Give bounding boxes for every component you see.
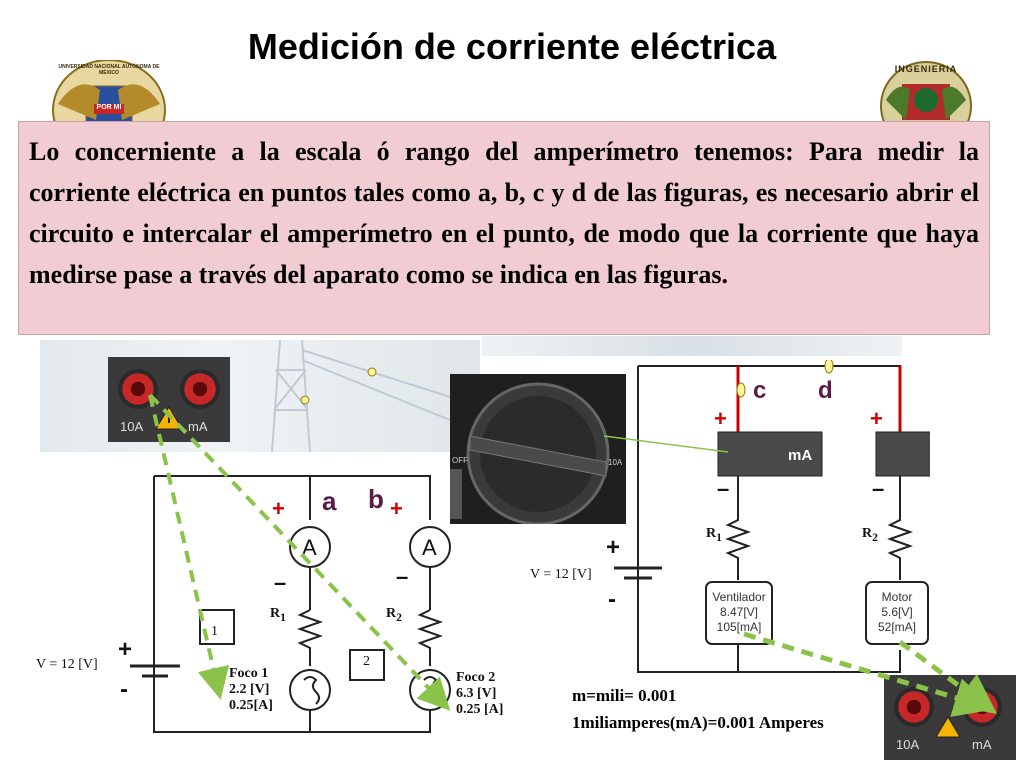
dial-off-label: OFF — [452, 456, 468, 465]
jack-ma-label: mA — [188, 419, 208, 434]
box-2-label: 2 — [363, 654, 370, 669]
dial-10a-label: 10A — [608, 458, 623, 467]
ingenieria-seal-text: INGENIERIA — [894, 64, 958, 74]
point-d-label: d — [818, 377, 833, 404]
background-photo-right — [482, 336, 902, 356]
foco1-label: Foco 1 2.2 [V] 0.25[A] — [229, 666, 273, 713]
ammeter-b-plus: + — [390, 496, 403, 521]
mili-definition: m=mili= 0.001 — [572, 686, 677, 705]
unam-seal-text: UNIVERSIDAD NACIONAL AUTÓNOMA DE MÉXICO — [58, 64, 160, 76]
left-r2-label: R2 — [386, 606, 402, 624]
warning-icon-bottom — [935, 716, 961, 738]
ammeter-a-plus: + — [272, 496, 285, 521]
decorative-dots — [300, 367, 377, 405]
meter-d-minus: – — [872, 476, 885, 501]
miliampere-definition: 1miliamperes(mA)=0.001 Amperes — [572, 713, 824, 732]
right-voltage-label: V = 12 [V] — [530, 567, 592, 582]
right-battery-plus: + — [606, 534, 621, 561]
arrow-motor — [898, 639, 998, 714]
foco2-label: Foco 2 6.3 [V] 0.25 [A] — [456, 670, 504, 717]
jack-10a-label: 10A — [120, 419, 144, 434]
arrow-to-foco2 — [148, 393, 451, 711]
description-box: Lo concerniente a la escala ó rango del … — [18, 121, 990, 335]
right-r2-label: R2 — [862, 526, 878, 544]
point-c-label: c — [753, 377, 767, 404]
box-1-label: 1 — [211, 624, 218, 639]
right-battery-minus: - — [608, 586, 616, 613]
ammeter-a-minus: – — [274, 570, 287, 595]
ventilador-label: Ventilador 8.47[V] 105[mA] — [712, 590, 766, 634]
warning-icon — [155, 406, 183, 430]
arrow-to-foco1 — [148, 394, 230, 700]
left-battery-minus: - — [120, 676, 128, 703]
page-title: Medición de corriente eléctrica — [247, 26, 777, 67]
left-battery-plus: + — [118, 636, 133, 663]
ammeter-b-minus: – — [396, 564, 409, 589]
left-r1-label: R1 — [270, 606, 286, 624]
meter-c-plus: + — [714, 406, 727, 431]
meter-c-minus: – — [717, 476, 730, 501]
arrow-ventilador — [743, 631, 995, 717]
meter-d-label: mA — [942, 451, 967, 468]
left-voltage-label: V = 12 [V] — [36, 657, 98, 672]
point-b-label: b — [368, 484, 384, 514]
multimeter-jacks-photo: 10A mA — [108, 357, 230, 442]
ammeter-b-symbol: A — [422, 535, 437, 560]
right-circuit-diagram — [614, 360, 930, 673]
ammeter-a-symbol: A — [302, 535, 317, 560]
right-r1-label: R1 — [706, 526, 722, 544]
meter-d-plus: + — [870, 406, 883, 431]
motor-label: Motor 5.6[V] 52[mA] — [877, 590, 916, 634]
jack-ma-bottom-label: mA — [972, 737, 992, 752]
meter-c-label: mA — [788, 447, 813, 464]
point-a-label: a — [322, 486, 337, 516]
multimeter-jacks-photo-bottom: 10A mA — [884, 675, 1016, 760]
jack-10a-bottom-label: 10A — [896, 737, 920, 752]
dial-to-meter-line — [603, 435, 729, 453]
description-text: Lo concerniente a la escala ó rango del … — [29, 137, 979, 289]
unam-motto-text: POR MI — [96, 104, 122, 111]
multimeter-dial-photo: OFF 10A — [450, 374, 626, 526]
jack-10a-bottom — [894, 687, 934, 727]
jack-ma — [180, 369, 220, 409]
